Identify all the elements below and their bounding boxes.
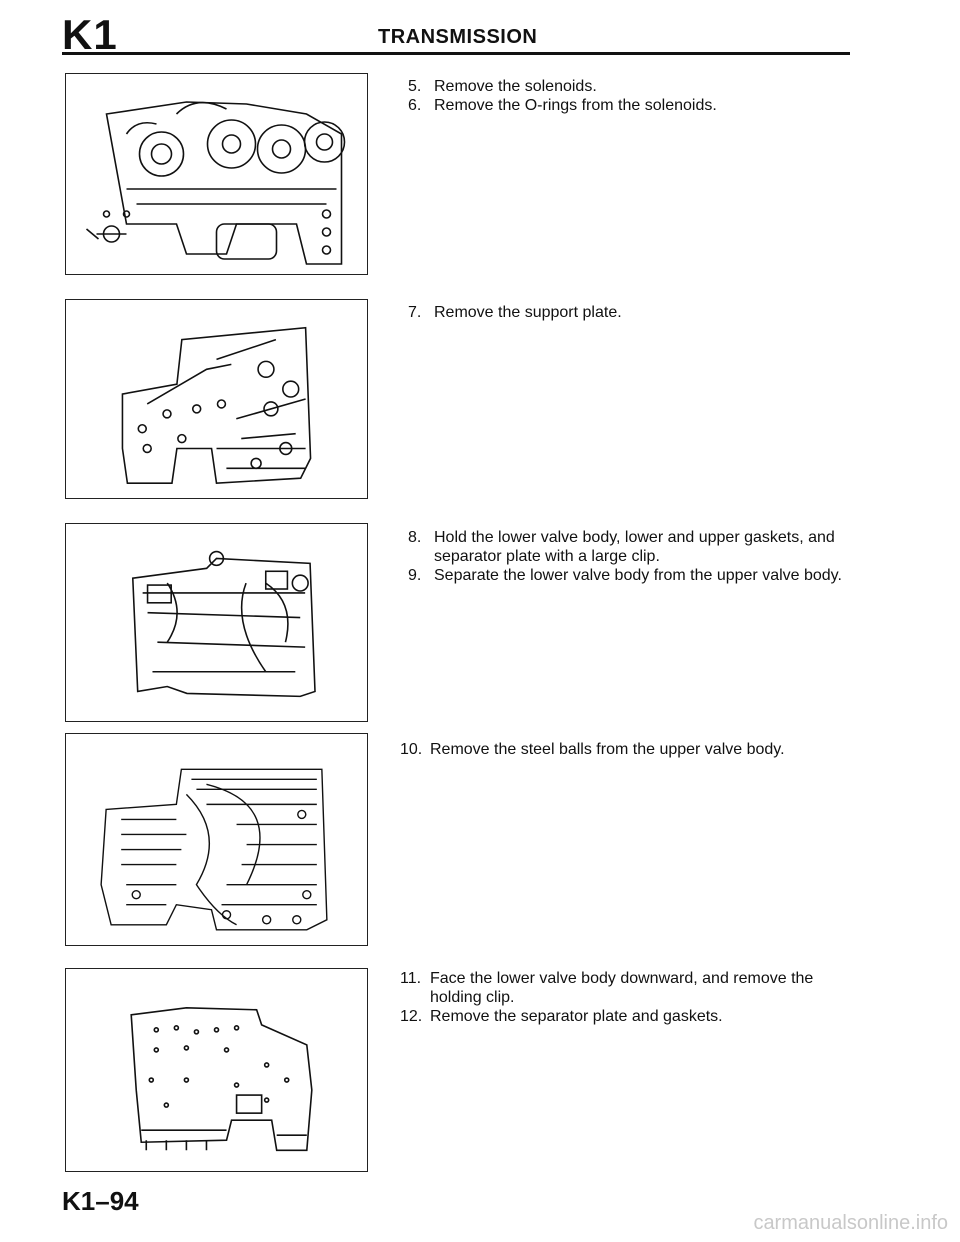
steps-group-2: 7.Remove the support plate. [408,303,858,322]
step-item: 11.Face the lower valve body downward, a… [400,970,814,1006]
step-item: 8.Hold the lower valve body, lower and u… [408,529,835,565]
step-item: 12.Remove the separator plate and gasket… [400,1008,723,1025]
steps-group-1: 5.Remove the solenoids. 6.Remove the O-r… [408,77,858,115]
step-item: 10.Remove the steel balls from the upper… [400,741,785,758]
figure-upper-valve-body [65,733,368,946]
step-item: 5.Remove the solenoids. [408,78,597,95]
figure-valve-body-clip [65,523,368,722]
header-rule [62,52,850,55]
step-item: 9.Separate the lower valve body from the… [408,567,842,584]
figure-solenoids [65,73,368,275]
figure-support-plate [65,299,368,499]
step-item: 6.Remove the O-rings from the solenoids. [408,97,717,114]
steps-group-4: 10.Remove the steel balls from the upper… [400,740,850,759]
step-item: 7.Remove the support plate. [408,304,622,321]
figure-lower-valve-body [65,968,368,1172]
page-number: K1–94 [62,1186,139,1216]
page-title: TRANSMISSION [378,26,538,48]
section-code: K1 [62,11,118,58]
steps-group-3: 8.Hold the lower valve body, lower and u… [408,528,858,585]
steps-group-5: 11.Face the lower valve body downward, a… [400,969,850,1026]
watermark: carmanualsonline.info [753,1212,948,1234]
